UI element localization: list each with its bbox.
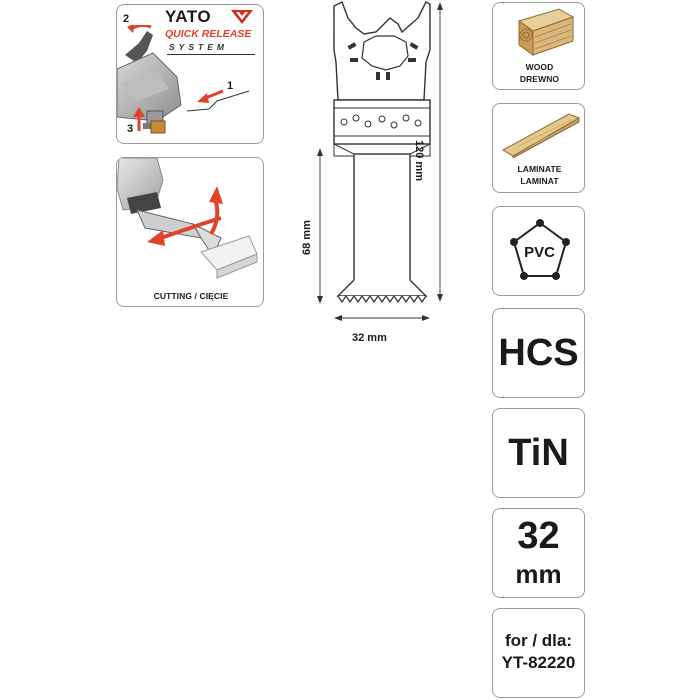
yato-logo-icon [231,10,253,24]
step-3-label: 3 [127,123,134,135]
quick-release-panel: 2 1 3 YATO QUICK RELEASE SYSTEM [116,4,264,144]
width-value: 32 [517,515,560,557]
coating-label: TiN [508,432,569,474]
quick-release-subtitle: SYSTEM [169,42,228,52]
pvc-pentagon-icon [510,219,570,280]
wood-tile: WOOD DREWNO [492,2,585,90]
model-tile: for / dla: YT-82220 [492,608,585,698]
hcs-tile: HCS [492,308,585,398]
width-dimension: 32 mm [352,332,387,344]
tin-tile: TiN [492,408,585,498]
cutting-caption: CUTTING / CIĘCIE [153,291,229,301]
wood-plank-icon [517,8,575,56]
laminate-label-pl: LAMINAT [520,176,559,186]
cutting-panel: CUTTING / CIĘCIE [116,157,264,307]
pvc-label: PVC [524,244,555,261]
logo-underline [167,54,255,55]
steel-type-label: HCS [498,332,579,374]
quick-release-tool-icon [117,25,250,134]
cutting-blade-icon [117,158,258,279]
laminate-board-icon [501,113,581,158]
width-unit: mm [515,559,562,589]
step-1-label: 1 [227,80,234,92]
model-number: YT-82220 [501,653,576,672]
width-tile: 32 mm [492,508,585,598]
quick-release-title: QUICK RELEASE [165,28,252,40]
body-dimension: 68 mm [301,220,313,255]
brand-logo-text: YATO [165,7,212,26]
blade-drawing [317,1,443,321]
for-label: for / dla: [504,631,573,650]
pvc-tile: PVC [492,206,585,296]
step-2-label: 2 [123,13,130,25]
laminate-tile: LAMINATE LAMINAT [492,103,585,193]
wood-label-pl: DREWNO [519,74,560,84]
wood-label-en: WOOD [525,62,554,72]
length-dimension: 120 mm [413,140,425,181]
laminate-label-en: LAMINATE [517,164,562,174]
